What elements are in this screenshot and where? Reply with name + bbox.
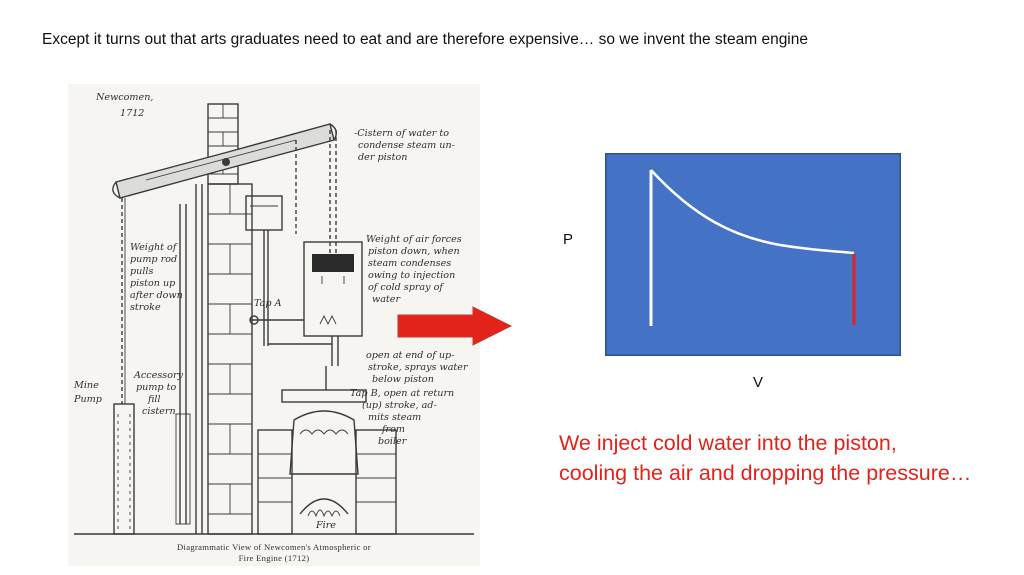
label-weight-pump-line4: piston up [130, 278, 175, 289]
label-open-end-line2: stroke, sprays water [368, 362, 469, 373]
label-accessory-line4: cistern [142, 406, 176, 417]
label-open-end-line3: below piston [372, 374, 434, 385]
label-mine-pump-line2: Pump [73, 394, 102, 405]
label-weight-air-line3: steam condenses [368, 258, 451, 269]
caption-line1: We inject cold water into the piston, [559, 431, 897, 455]
label-weight-pump: Weight of pump rod pulls piston up after… [130, 242, 183, 313]
label-tap-a: Tap A [254, 298, 282, 309]
label-accessory-line1: Accessory [133, 370, 184, 381]
label-weight-air-line1: Weight of air forces [366, 234, 462, 245]
label-tap-b-line5: boiler [378, 436, 408, 447]
label-weight-pump-line3: pulls [130, 266, 153, 277]
tap-a-pipe [249, 315, 332, 345]
engine-heading-line2: 1712 [120, 108, 144, 119]
label-tap-b-line2: (up) stroke, ad- [362, 400, 437, 411]
v-axis-label: V [753, 374, 764, 391]
cylinder [303, 241, 363, 366]
label-cistern-line3: der piston [358, 152, 407, 163]
label-weight-air-line6: water [372, 294, 401, 305]
label-accessory-line2: pump to [136, 382, 176, 393]
engine-caption-line1: Diagrammatic View of Newcomen's Atmosphe… [177, 542, 371, 552]
p-axis-label: P [563, 231, 574, 248]
engine-caption-line2: Fire Engine (1712) [239, 553, 310, 563]
label-weight-air-line2: piston down, when [368, 246, 460, 257]
pv-expansion-curve [650, 169, 855, 255]
label-cistern-line2: condense steam un- [358, 140, 455, 151]
label-open-end: open at end of up- stroke, sprays water … [366, 350, 469, 385]
label-weight-air-line4: owing to injection [368, 270, 455, 281]
piston-chains [295, 130, 337, 254]
label-mine-pump-line1: Mine [73, 380, 99, 391]
label-tap-b-line1: Tap B, open at return [350, 388, 454, 399]
caption: We inject cold water into the piston, co… [559, 428, 971, 488]
engine-heading-line1: Newcomen, [95, 92, 153, 103]
label-mine-pump: Mine Pump [73, 380, 102, 405]
cistern [245, 195, 283, 346]
label-cistern: -Cistern of water to condense steam un- … [354, 128, 455, 163]
label-accessory-line3: fill [147, 394, 161, 405]
label-weight-pump-line6: stroke [130, 302, 161, 313]
label-weight-pump-line5: after down [130, 290, 183, 301]
red-right-arrow-icon [397, 306, 513, 346]
label-tap-b: Tap B, open at return (up) stroke, ad- m… [350, 388, 454, 447]
pump-rod [113, 198, 135, 535]
pv-diagram [605, 153, 901, 356]
label-fire: Fire [315, 520, 336, 531]
label-weight-pump-line1: Weight of [130, 242, 178, 253]
label-tap-b-line4: from [381, 424, 405, 435]
label-weight-air: Weight of air forces piston down, when s… [366, 234, 462, 305]
label-accessory: Accessory pump to fill cistern [133, 370, 184, 417]
boiler [257, 366, 397, 535]
accessory-pump [175, 184, 203, 534]
label-tap-b-line3: mits steam [368, 412, 421, 423]
pv-diagram-background [605, 153, 901, 356]
slide-title: Except it turns out that arts graduates … [42, 31, 808, 48]
label-open-end-line1: open at end of up- [366, 350, 454, 361]
caption-line2: cooling the air and dropping the pressur… [559, 461, 972, 485]
label-cistern-line1: -Cistern of water to [354, 128, 449, 139]
label-weight-air-line5: of cold spray of [368, 282, 444, 293]
label-weight-pump-line2: pump rod [130, 254, 177, 265]
